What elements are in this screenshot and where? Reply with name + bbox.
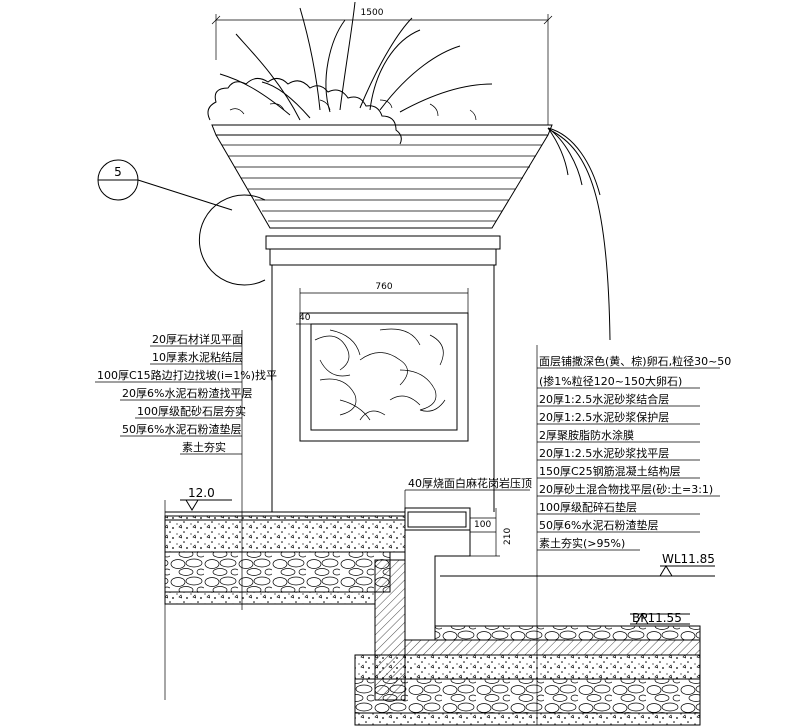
right-layer-1: (掺1%粒径120~150大卵石) — [539, 374, 682, 388]
dim-bowl-width: 1500 — [361, 8, 384, 18]
level-ground: 12.0 — [188, 486, 215, 500]
water-spout — [547, 127, 611, 341]
right-layer-0: 面层铺撒深色(黄、棕)卵石,粒径30~50 — [539, 354, 731, 368]
planter-bowl — [211, 124, 553, 229]
detail-callout: 5 — [97, 159, 266, 286]
right-layer-list: 面层铺撒深色(黄、棕)卵石,粒径30~50 (掺1%粒径120~150大卵石) … — [537, 354, 731, 551]
dim-coping-height: 210 — [503, 528, 513, 545]
level-water: WL11.85 — [662, 552, 715, 566]
dim-panel-width: 760 — [375, 282, 392, 292]
right-layer-6: 150厚C25钢筋混凝土结构层 — [539, 464, 681, 478]
plant — [207, 1, 493, 145]
dim-coping-thickness: 100 — [474, 520, 491, 530]
detail-tag: 5 — [114, 165, 122, 179]
left-layer-list: 20厚石材详见平面 10厚素水泥粘结层 100厚C15路边打边找坡(i=1%)找… — [95, 332, 277, 455]
left-layer-4: 100厚级配砂石层夯实 — [137, 404, 246, 418]
left-layer-2: 100厚C15路边打边找坡(i=1%)找平 — [97, 368, 277, 382]
right-layer-7: 20厚砂土混合物找平层(砂:土=3:1) — [539, 482, 713, 496]
left-layer-0: 20厚石材详见平面 — [152, 332, 243, 346]
level-pool-bottom: BP11.55 — [632, 611, 682, 625]
pedestal: 760 40 — [265, 235, 501, 512]
left-layer-1: 10厚素水泥粘结层 — [152, 350, 243, 364]
right-layer-9: 50厚6%水泥石粉渣垫层 — [539, 518, 658, 532]
level-marks: WL11.85 BP11.55 — [440, 552, 715, 625]
right-layer-10: 素土夯实(>95%) — [539, 536, 625, 550]
right-layer-3: 20厚1:2.5水泥砂浆保护层 — [539, 410, 669, 424]
right-layer-8: 100厚级配碎石垫层 — [539, 500, 637, 514]
leader-lines — [241, 330, 538, 725]
left-pavement: 12.0 — [164, 486, 406, 700]
coping-label: 40厚烧面白麻花岗岩压顶 — [408, 476, 532, 490]
pool-structure: 100 210 40厚烧面白麻花岗岩压顶 — [354, 476, 701, 726]
dimension-bowl: 1500 — [211, 8, 553, 125]
left-layer-3: 20厚6%水泥石粉渣找平层 — [122, 386, 252, 400]
right-layer-5: 20厚1:2.5水泥砂浆找平层 — [539, 446, 669, 460]
dim-panel-border: 40 — [299, 313, 311, 323]
right-layer-4: 2厚聚胺脂防水涂膜 — [539, 428, 634, 442]
left-layer-5: 50厚6%水泥石粉渣垫层 — [122, 422, 241, 436]
right-layer-2: 20厚1:2.5水泥砂浆结合层 — [539, 392, 669, 406]
left-layer-6: 素土夯实 — [182, 440, 226, 454]
